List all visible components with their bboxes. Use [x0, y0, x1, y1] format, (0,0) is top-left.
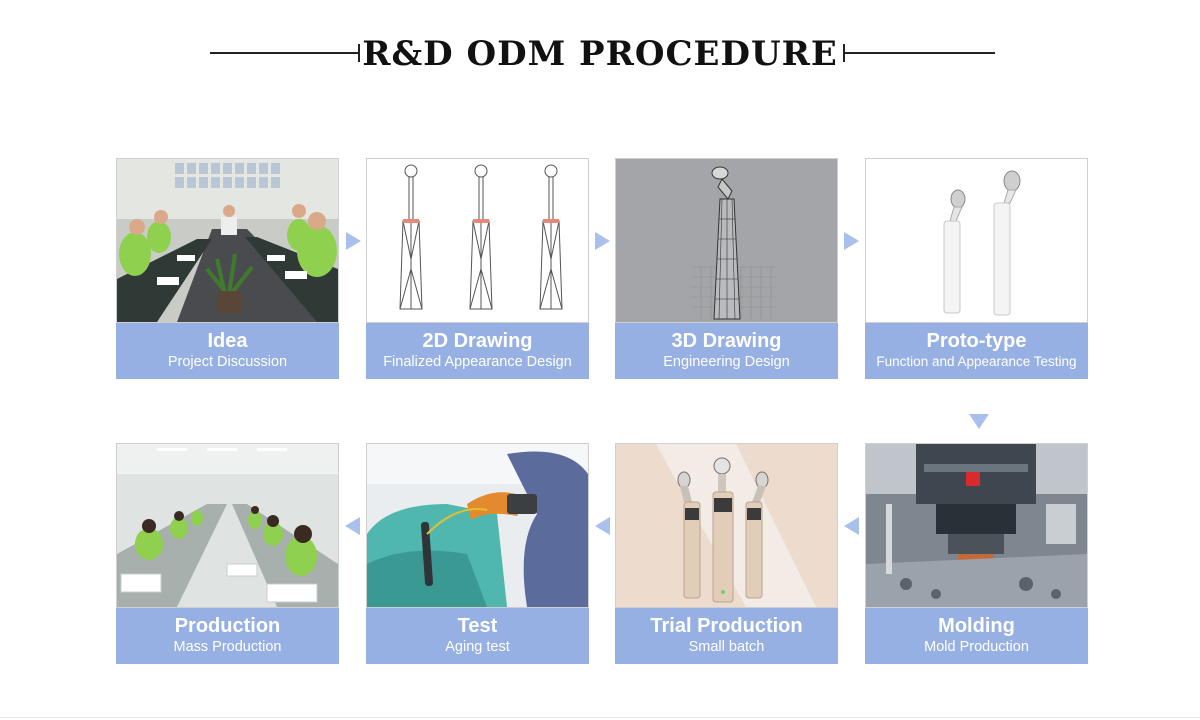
arrow-left-icon	[844, 517, 859, 535]
factory-photo	[116, 443, 339, 608]
step-heading: 2D Drawing	[422, 330, 533, 352]
step-heading: Production	[174, 615, 281, 637]
step-label: Proto-type Function and Appearance Testi…	[865, 323, 1088, 379]
step-card-molding: Molding Mold Production	[865, 443, 1088, 664]
molding-machine-photo	[865, 443, 1088, 608]
step-card-3d-drawing: 3D Drawing Engineering Design	[615, 158, 838, 379]
arrow-right-icon	[346, 232, 361, 250]
step-label: Trial Production Small batch	[615, 608, 838, 664]
title-rule-right	[845, 52, 995, 54]
footer-divider	[0, 717, 1200, 718]
step-heading: Trial Production	[650, 615, 803, 637]
step-card-trial-production: Trial Production Small batch	[615, 443, 838, 664]
step-subtitle: Finalized Appearance Design	[383, 354, 572, 370]
title-rule-cap-left	[358, 44, 360, 62]
step-subtitle: Mold Production	[924, 639, 1029, 655]
meeting-photo	[116, 158, 339, 323]
3d-drawing-image	[615, 158, 838, 323]
step-label: Production Mass Production	[116, 608, 339, 664]
step-subtitle: Project Discussion	[167, 354, 288, 370]
title-rule-left	[210, 52, 360, 54]
step-subtitle: Mass Production	[173, 639, 282, 655]
prototype-image	[865, 158, 1088, 323]
step-heading: Molding	[938, 615, 1015, 637]
step-label: Test Aging test	[366, 608, 589, 664]
step-heading: 3D Drawing	[671, 330, 782, 352]
arrow-left-icon	[345, 517, 360, 535]
step-label: Idea Project Discussion	[116, 323, 339, 379]
step-subtitle: Small batch	[688, 639, 765, 655]
arrow-left-icon	[595, 517, 610, 535]
step-card-proto-type: Proto-type Function and Appearance Testi…	[865, 158, 1088, 379]
step-label: Molding Mold Production	[865, 608, 1088, 664]
step-subtitle: Aging test	[445, 639, 510, 655]
step-label: 2D Drawing Finalized Appearance Design	[366, 323, 589, 379]
page-title: R&D ODM PROCEDURE	[362, 34, 838, 74]
arrow-right-icon	[595, 232, 610, 250]
step-heading: Idea	[207, 330, 248, 352]
testing-photo	[366, 443, 589, 608]
step-card-production: Production Mass Production	[116, 443, 339, 664]
arrow-right-icon	[844, 232, 859, 250]
step-subtitle: Engineering Design	[663, 354, 790, 370]
2d-drawing-image	[366, 158, 589, 323]
step-subtitle: Function and Appearance Testing	[876, 354, 1077, 369]
step-heading: Proto-type	[926, 330, 1027, 352]
trial-batch-image	[615, 443, 838, 608]
arrow-down-icon	[969, 414, 989, 429]
step-card-idea: Idea Project Discussion	[116, 158, 339, 379]
step-label: 3D Drawing Engineering Design	[615, 323, 838, 379]
step-card-test: Test Aging test	[366, 443, 589, 664]
step-heading: Test	[457, 615, 498, 637]
section-header: R&D ODM PROCEDURE	[0, 30, 1200, 80]
step-card-2d-drawing: 2D Drawing Finalized Appearance Design	[366, 158, 589, 379]
title-rule-cap-right	[843, 44, 845, 62]
